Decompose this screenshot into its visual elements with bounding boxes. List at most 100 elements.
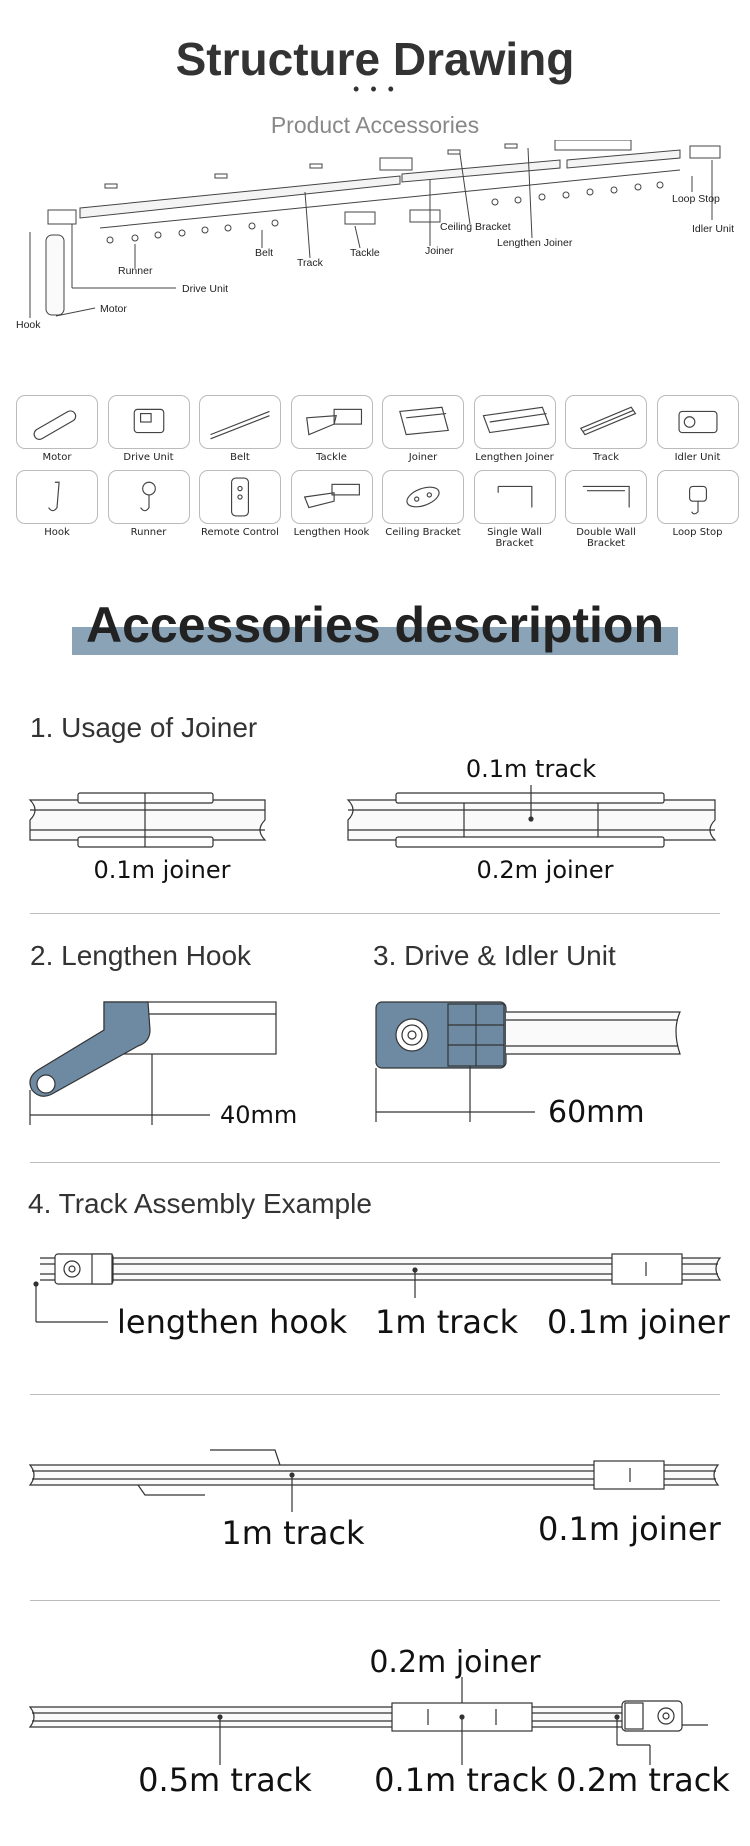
accessory-label: Joiner [408,452,438,463]
track-segment-2 [401,159,561,183]
section-4-title: 4. Track Assembly Example [28,1188,372,1219]
idler-unit-icon [658,410,738,452]
belt-icon [200,410,280,452]
joiner-icon [383,406,463,452]
accessory-card [473,470,556,527]
ceiling-bracket-icon [383,486,463,527]
label-1m-track: 1m track [375,1303,519,1341]
assembly-row-2: 1m track 0.1m joiner [28,1449,722,1550]
hook-icon [17,481,97,527]
label-0-1m-joiner: 0.1m joiner [538,1510,722,1548]
page-subtitle: Product Accessories [270,112,480,138]
title-dots: • • • [353,79,397,99]
accessory-card [565,470,647,524]
label-motor: Motor [100,303,127,315]
divider [30,1162,720,1163]
accessory-card [199,470,281,524]
accessory-label: Lengthen Hook [293,527,370,538]
tackle-part-2 [409,209,441,223]
remote-control-icon [200,477,280,527]
runner-icon [109,481,189,527]
joiner-usage-diagram: 0.1m track 0.1m joiner 0.2m joiner [28,755,717,884]
accessory-label: Hook [44,527,70,538]
label-40mm: 40mm [220,1101,297,1129]
accessory-card [656,395,739,452]
accessory-card [656,470,739,527]
ceiling-bracket-row [104,143,518,189]
exploded-structure-drawing: Loop Stop Idler Unit Ceiling Bracket Len… [16,140,734,331]
label-drive-unit: Drive Unit [182,283,228,295]
accessory-card [382,470,464,524]
assembly-row-3: 0.2m joiner 0.5m track 0.1m track 0.2m t… [28,1645,730,1799]
drive-unit-icon [109,408,189,452]
accessory-label: Idler Unit [674,452,721,463]
accessory-label: Belt [230,452,250,463]
page-title: Structure Drawing [175,33,575,85]
label-0-1m-joiner: 0.1m joiner [547,1303,731,1341]
loop-stop-icon [658,485,738,527]
double-wall-bracket-icon [566,485,646,527]
label-lengthen-joiner: Lengthen Joiner [497,237,573,249]
label-lengthen-hook: lengthen hook [117,1303,348,1341]
divider [30,1394,720,1395]
label-track: Track [297,257,324,269]
section-2-title: 2. Lengthen Hook [30,940,252,971]
accessory-card [199,395,281,449]
label-1m-track: 1m track [221,1514,365,1550]
label-0-2m-joiner: 0.2m joiner [369,1645,541,1680]
divider [30,913,720,914]
label-0-1m-track: 0.1m track [374,1761,548,1799]
divider [30,1600,720,1601]
accessory-label: Ceiling Bracket [385,527,461,538]
label-0-2m-joiner: 0.2m joiner [476,856,613,884]
accessory-label: Tackle [316,452,347,463]
accessory-label: Double Wall Bracket [576,527,636,549]
idler-unit-part [689,145,721,159]
accessory-card [16,395,98,449]
accessory-label: Loop Stop [672,527,723,538]
single-wall-bracket-icon [475,485,555,527]
track-icon [566,406,646,452]
label-60mm: 60mm [548,1095,645,1130]
tackle-part [344,211,376,225]
section-3-title: 3. Drive & Idler Unit [373,940,616,971]
accessory-card [382,395,464,449]
accessory-card [16,470,98,524]
label-tackle: Tackle [350,247,380,259]
label-belt: Belt [255,247,273,259]
lengthen-hook-icon [292,483,372,527]
accessory-label: Single Wall Bracket [487,527,542,549]
description-title: Accessories description [85,597,665,653]
track-segment-3 [566,149,681,169]
accessory-label: Lengthen Joiner [475,452,554,463]
accessory-card [107,395,190,452]
lengthen-joiner-icon [475,406,555,452]
accessory-card [290,395,373,452]
label-ceiling-bracket: Ceiling Bracket [440,221,511,233]
label-hook: Hook [16,319,41,331]
label-0-1m-joiner: 0.1m joiner [93,856,230,884]
title-band [72,627,678,655]
joiner-part [379,157,413,171]
belt-line [99,169,681,229]
accessory-card [473,395,556,452]
accessory-card [107,470,190,527]
label-0-5m-track: 0.5m track [138,1761,312,1799]
hook-and-unit-diagram: 40mm 60mm [29,1001,681,1130]
drive-unit-part [47,209,77,225]
label-0-2m-track: 0.2m track [556,1761,730,1799]
lengthen-joiner-part [554,140,632,151]
accessory-label: Drive Unit [123,452,174,463]
label-loop-stop: Loop Stop [672,193,720,205]
accessory-card [290,470,373,527]
assembly-row-1: lengthen hook 1m track 0.1m joiner [33,1253,731,1341]
accessory-card [565,395,647,449]
label-runner: Runner [118,265,153,277]
runner-row [106,181,664,244]
accessory-label: Track [592,452,620,463]
label-idler-unit: Idler Unit [692,223,734,235]
accessory-label: Motor [42,452,72,463]
accessory-label: Remote Control [201,527,279,538]
label-joiner: Joiner [425,245,454,257]
tackle-icon [292,408,372,452]
